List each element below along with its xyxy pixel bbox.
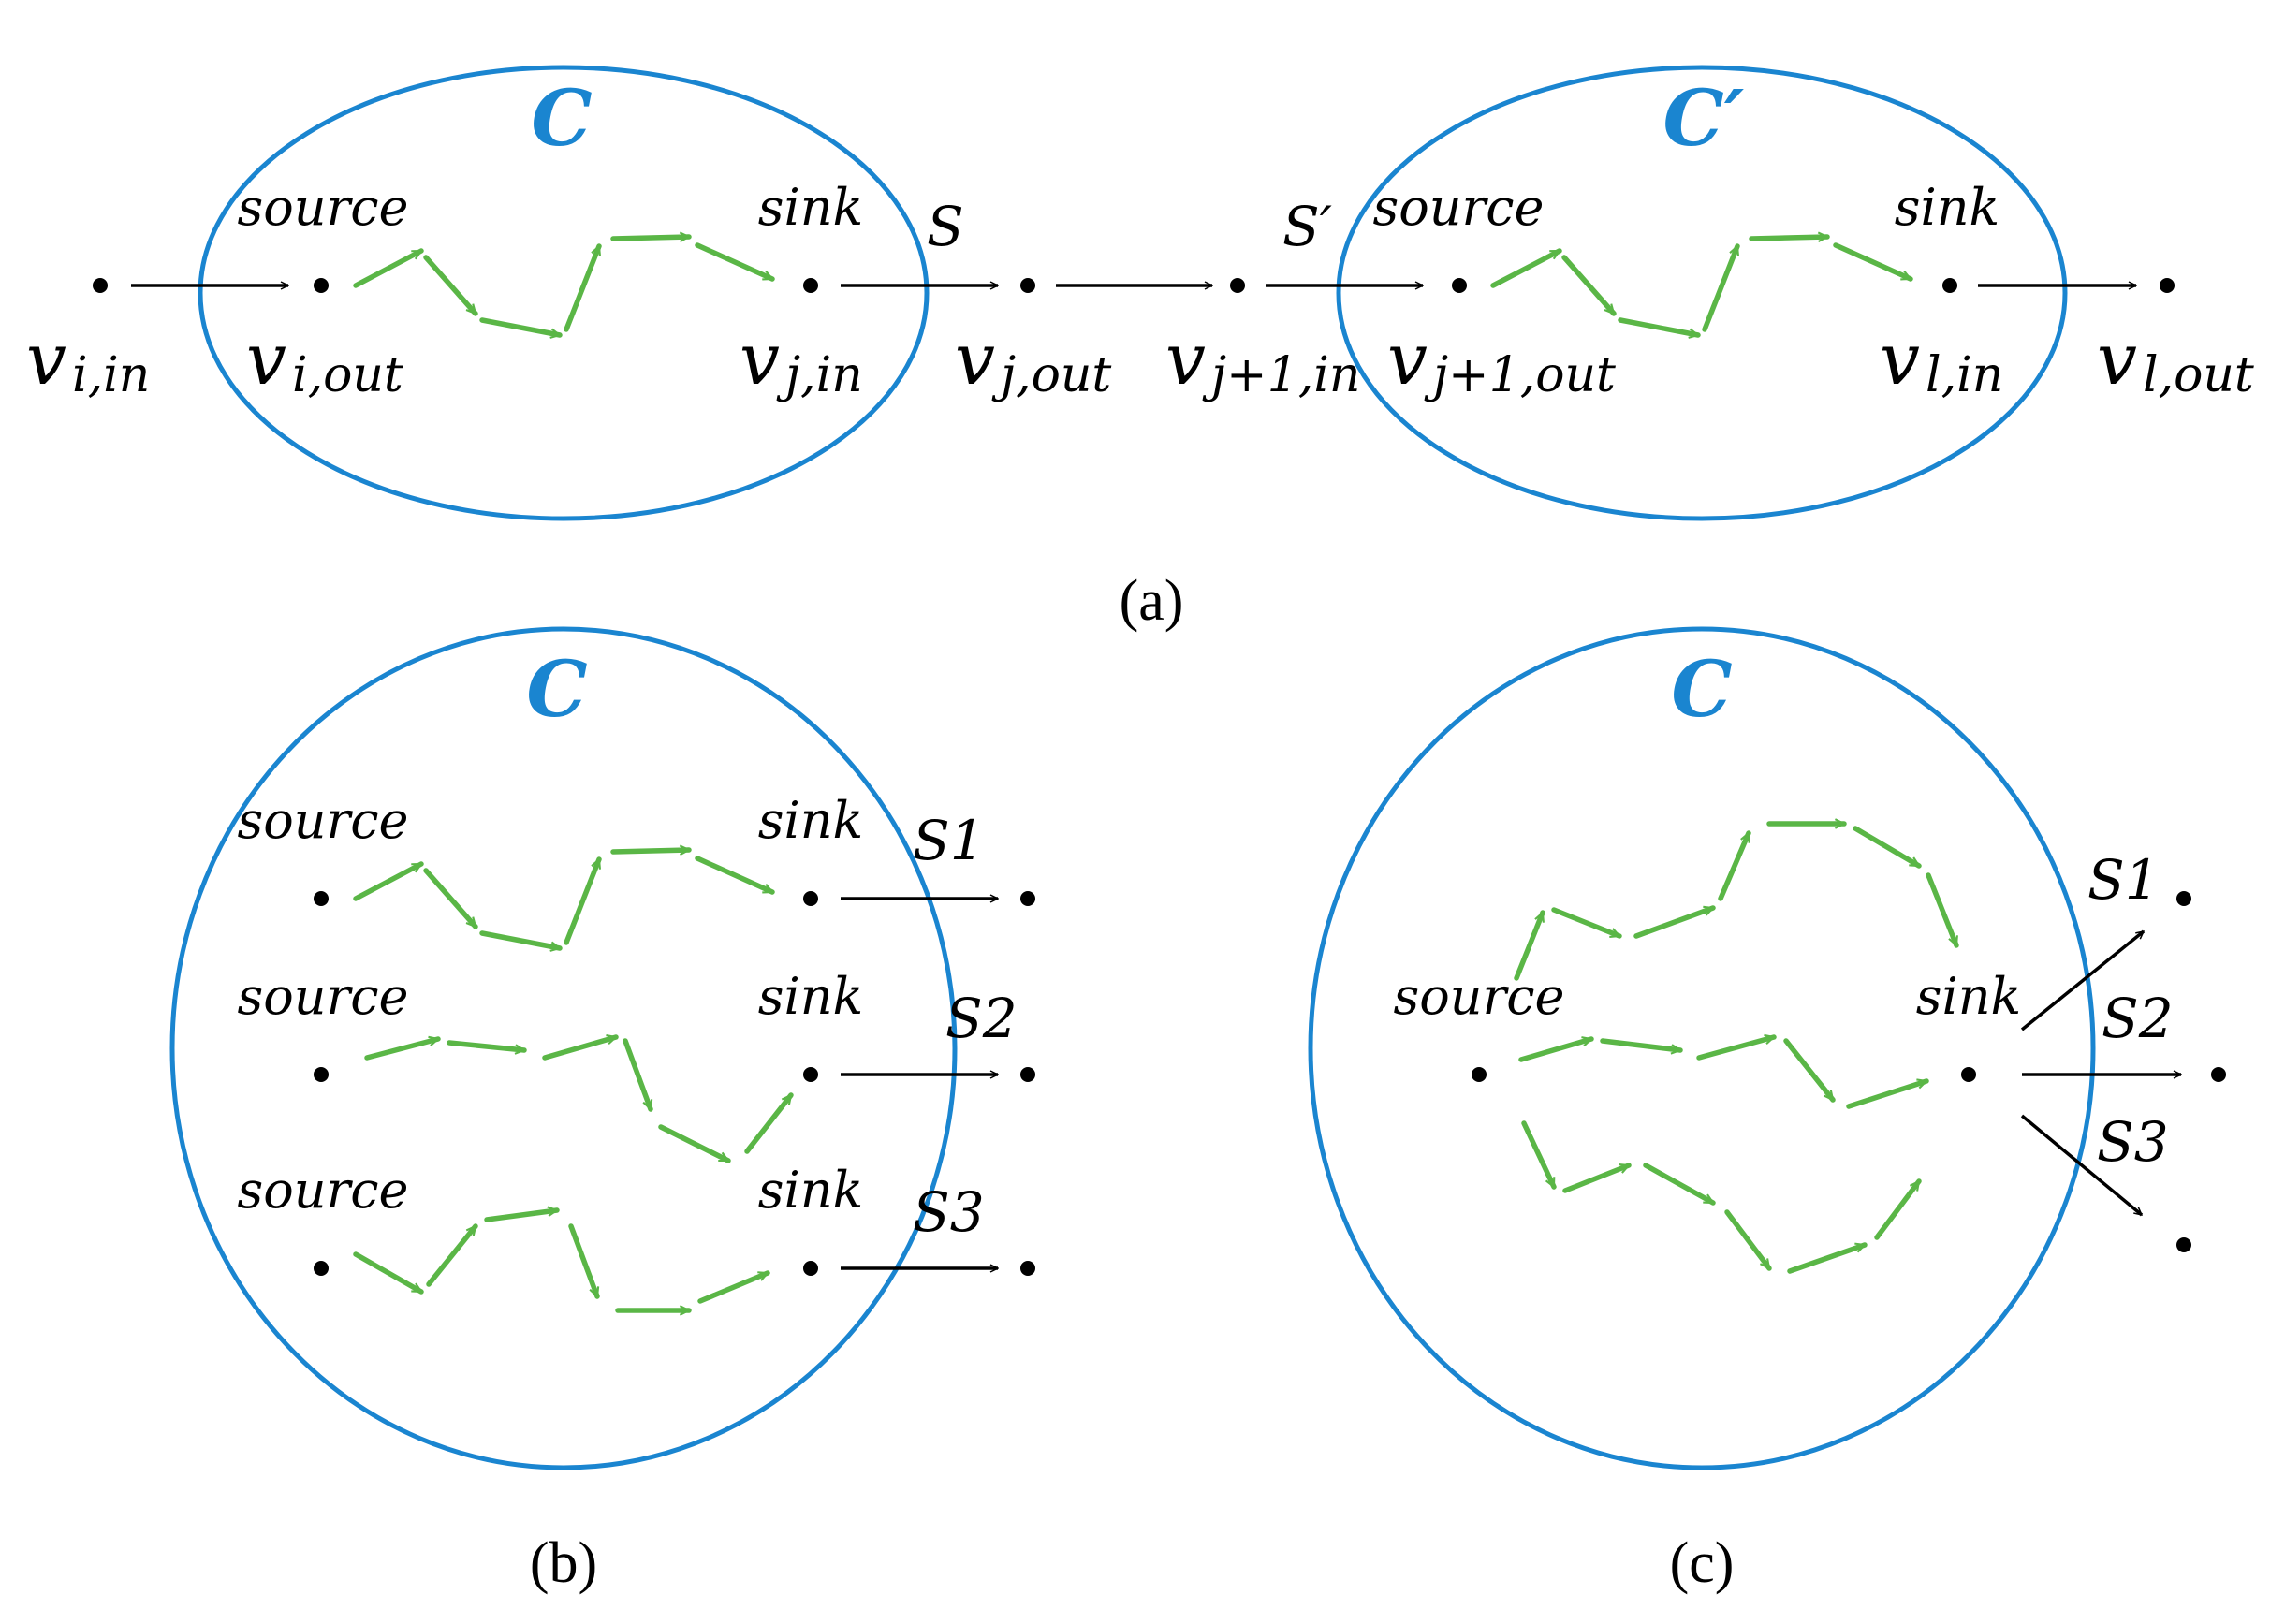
sink-label: sink <box>758 967 863 1026</box>
source-vertex <box>314 1067 329 1082</box>
internal-path-upper <box>1514 824 1959 981</box>
vertex-v-j1-in <box>1230 278 1245 293</box>
vertex-v-l-in <box>1942 278 1957 293</box>
caption-c: (c) <box>1670 1531 1735 1595</box>
panel-b: C source sink S1 source sink <box>169 626 1035 1595</box>
edge-S1-label: S1 <box>2087 848 2160 912</box>
sink-label: sink <box>1916 967 2021 1026</box>
cluster-c-prime-label: C′ <box>1663 74 1745 164</box>
sink-vertex <box>1961 1067 1976 1082</box>
source-label-c: source <box>237 178 408 237</box>
outside-vertex <box>1020 1067 1035 1082</box>
vertex-v-l-out <box>2160 278 2175 293</box>
internal-path-middle <box>1518 1037 1929 1109</box>
vertex-v-i-in <box>93 278 108 293</box>
internal-path-c <box>353 237 775 335</box>
sink-vertex <box>803 1261 818 1276</box>
outside-vertex <box>1020 891 1035 906</box>
edge-S3-label: S3 <box>2097 1110 2169 1174</box>
source-vertex <box>314 891 329 906</box>
cluster-c-ellipse-b <box>169 626 958 1470</box>
outside-vertex-2 <box>2211 1067 2226 1082</box>
cluster-c-prime-ellipse <box>1336 65 2068 521</box>
sink-vertex <box>803 891 818 906</box>
sink-label: sink <box>758 791 863 850</box>
row-1: source sink S1 <box>237 791 1035 948</box>
outside-vertex-1 <box>2176 891 2191 906</box>
edge-S2-label: S2 <box>2102 987 2174 1050</box>
panel-c: C source sink <box>1308 626 2226 1595</box>
edge-S-prime-label: S′ <box>1282 195 1332 258</box>
internal-path <box>353 1210 770 1310</box>
source-vertex <box>1472 1067 1487 1082</box>
sink-label-c: sink <box>758 178 863 237</box>
caption-a: (a) <box>1120 569 1184 633</box>
outside-vertex <box>1020 1261 1035 1276</box>
sink-label-c-prime: sink <box>1895 178 1999 237</box>
vertex-v-j-in <box>803 278 818 293</box>
edge-S3 <box>2020 1114 2142 1217</box>
edge-S2-label: S2 <box>945 987 1018 1050</box>
source-label: source <box>237 967 408 1026</box>
cluster-c-label-b: C <box>526 645 587 735</box>
source-vertex <box>314 1261 329 1276</box>
internal-path <box>364 1037 794 1163</box>
cluster-c-ellipse <box>198 65 930 521</box>
internal-path <box>353 850 775 948</box>
caption-b: (b) <box>530 1531 597 1595</box>
vertex-v-j1-out <box>1452 278 1467 293</box>
source-label-c-prime: source <box>1372 178 1544 237</box>
vertex-v-i-out <box>314 278 329 293</box>
edge-S1-label: S1 <box>913 809 985 872</box>
cluster-c-label-c: C <box>1671 645 1732 735</box>
edge-S1 <box>2020 929 2144 1031</box>
edge-S-label: S <box>927 195 964 258</box>
vertex-v-j-out <box>1020 278 1035 293</box>
internal-path-c-prime <box>1490 237 1913 335</box>
source-label: source <box>1393 967 1564 1026</box>
row-3: source sink S3 <box>237 1161 1035 1310</box>
source-label: source <box>237 791 408 850</box>
sink-vertex <box>803 1067 818 1082</box>
panel-a: C C′ S S′ source sink source sink <box>26 65 2254 633</box>
sink-label: sink <box>758 1161 863 1220</box>
edge-S3-label: S3 <box>913 1180 985 1244</box>
internal-path-lower <box>1521 1120 1922 1274</box>
cluster-c-ellipse-c <box>1308 626 2096 1470</box>
source-label: source <box>237 1161 408 1220</box>
outside-vertex-3 <box>2176 1237 2191 1252</box>
row-2: source sink S2 <box>237 967 1035 1163</box>
cluster-c-label: C <box>531 74 592 164</box>
